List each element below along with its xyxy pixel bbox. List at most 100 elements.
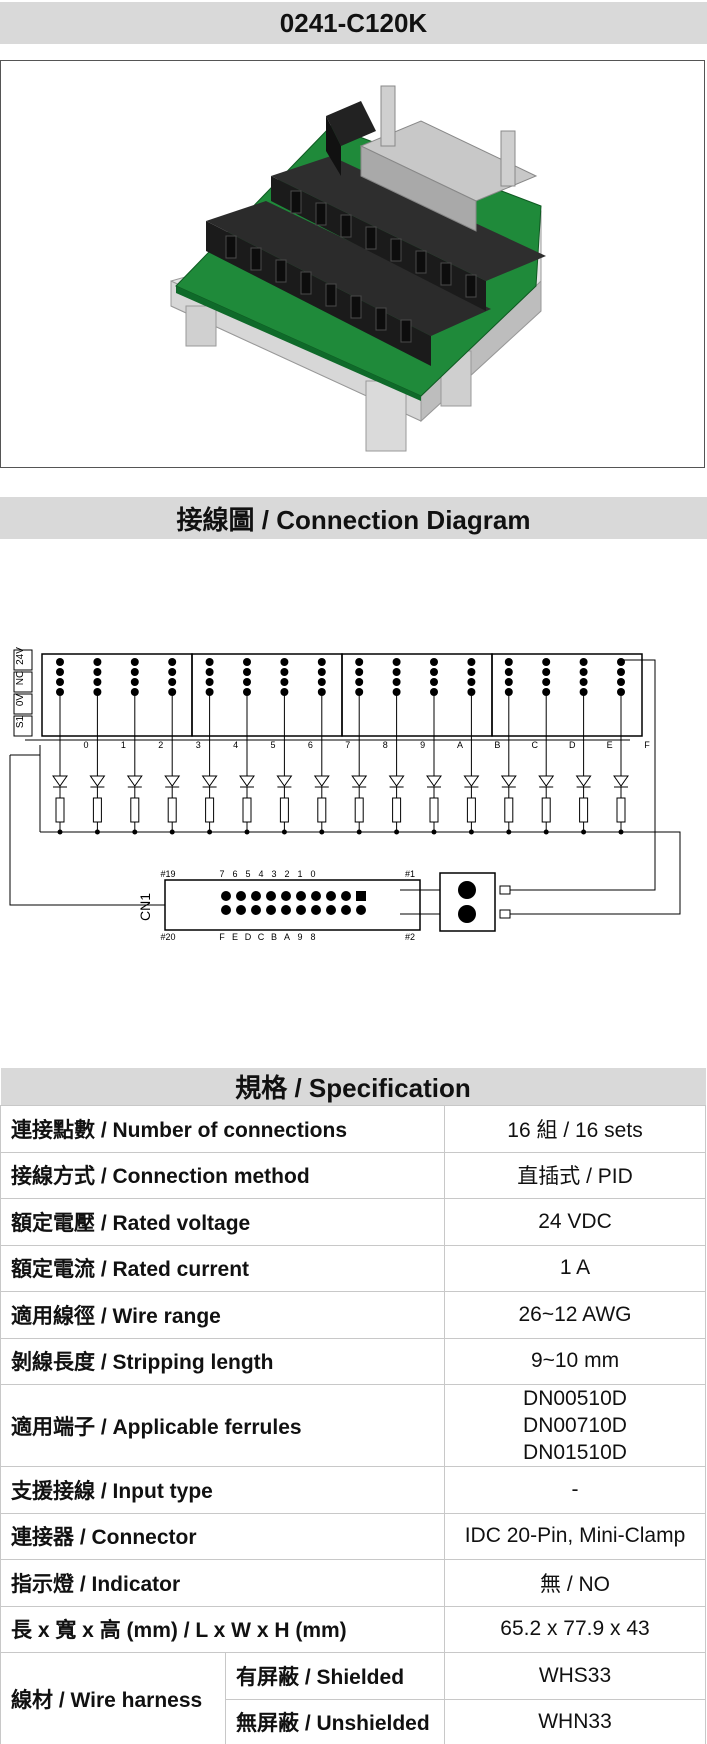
spec-label: 長 x 寬 x 高 (mm) / L x W x H (mm): [0, 1605, 445, 1653]
led-symbol: [164, 775, 181, 787]
connector-pin-label: #20: [160, 932, 175, 940]
terminal-pin: [617, 678, 625, 686]
terminal-pin: [430, 678, 438, 686]
terminal-pin: [617, 668, 625, 676]
terminal-pin: [579, 658, 588, 666]
terminal-pin: [542, 658, 551, 666]
power-label: NC: [15, 671, 26, 685]
terminal-pin: [355, 678, 364, 686]
terminal-label: 6: [308, 740, 313, 750]
terminal-label: A: [457, 740, 463, 750]
spec-row: 線材 / Wire harness 有屏蔽 / Shielded WHS33: [0, 1652, 706, 1744]
terminal-pin: [430, 688, 438, 696]
connector-pin-label: 1: [297, 869, 302, 879]
power-terminal-pin-2: [458, 905, 476, 923]
connector-pin: [311, 905, 321, 915]
terminal-pin: [205, 688, 214, 696]
terminal-pin: [579, 678, 588, 686]
diagram-heading: 接線圖 / Connection Diagram: [0, 497, 707, 539]
terminal-pin: [205, 668, 214, 676]
connector-pin: [251, 905, 261, 915]
connector-pin: [311, 891, 321, 901]
terminal-pin: [317, 688, 326, 696]
terminal-label: 9: [420, 740, 425, 750]
spec-value: WHN33: [444, 1698, 706, 1744]
resistor-symbol: [242, 797, 252, 823]
wire: [510, 659, 656, 891]
led-symbol: [89, 775, 106, 787]
connector-pin-label: 4: [258, 869, 263, 879]
led-symbol: [500, 775, 517, 787]
spec-label: 剝線長度 / Stripping length: [0, 1337, 445, 1385]
connector-pin: [221, 905, 231, 915]
terminal-pin: [280, 668, 289, 676]
terminal-pin: [280, 658, 289, 666]
terminal-pin: [130, 678, 139, 686]
led-symbol: [126, 775, 143, 787]
resistor-symbol: [130, 797, 140, 823]
terminal-pin: [168, 678, 177, 686]
spec-value: 24 VDC: [444, 1198, 706, 1246]
terminal-pin: [93, 688, 102, 696]
connector-pin-label: 0: [310, 869, 315, 879]
power-label: 0V: [15, 694, 26, 707]
terminal-pin: [280, 678, 289, 686]
connector-name: CN1: [137, 893, 153, 921]
spec-row: 無屏蔽 / Unshielded WHN33: [1, 1698, 706, 1744]
connector-pin-label: B: [271, 932, 277, 940]
resistor-symbol: [317, 797, 327, 823]
power-label-box: [13, 715, 33, 737]
spec-label: 額定電壓 / Rated voltage: [0, 1198, 445, 1246]
terminal-pin: [205, 658, 214, 666]
spec-row: 長 x 寬 x 高 (mm) / L x W x H (mm) 65.2 x 7…: [0, 1605, 706, 1653]
spec-row: 連接器 / Connector IDC 20-Pin, Mini-Clamp: [0, 1512, 706, 1560]
connector-pin-label: 7: [219, 869, 224, 879]
spec-label: 適用線徑 / Wire range: [0, 1291, 445, 1339]
ferrule-model: DN00510D: [523, 1387, 627, 1410]
spec-value: 65.2 x 77.9 x 43: [444, 1605, 706, 1653]
spec-label: 額定電流 / Rated current: [0, 1244, 445, 1292]
spec-label: 連接器 / Connector: [0, 1512, 445, 1560]
terminal-pin: [243, 658, 251, 666]
led-symbol: [575, 775, 592, 787]
terminal-pin: [617, 688, 625, 696]
spec-value: 9~10 mm: [444, 1337, 706, 1385]
connector-pin-label: 5: [245, 869, 250, 879]
led-symbol: [52, 775, 68, 787]
terminal-label: 3: [196, 740, 201, 750]
resistor-symbol: [55, 797, 65, 823]
terminal-pin: [579, 668, 588, 676]
terminal-label: F: [644, 740, 650, 750]
resistor-symbol: [466, 797, 476, 823]
spec-sublabel: 無屏蔽 / Unshielded: [225, 1698, 445, 1744]
led-symbol: [239, 775, 255, 787]
spec-row: 剝線長度 / Stripping length 9~10 mm: [0, 1337, 706, 1385]
earth-symbol: [499, 885, 511, 895]
terminal-pin: [467, 678, 476, 686]
led-symbol: [463, 775, 480, 787]
terminal-pin: [56, 668, 64, 676]
connector-pin: [341, 891, 351, 901]
terminal-pin: [355, 658, 364, 666]
specification-table: 規格 / Specification 連接點數 / Number of conn…: [0, 1068, 706, 1744]
wire: [9, 755, 165, 906]
led-symbol: [351, 775, 368, 787]
terminal-pin: [430, 658, 438, 666]
power-label: S1: [15, 715, 26, 728]
connector-pin-label: E: [232, 932, 238, 940]
connector-pin: [251, 891, 261, 901]
terminal-label: 2: [158, 740, 163, 750]
connector-pin: [221, 891, 231, 901]
terminal-label: C: [532, 740, 539, 750]
terminal-label: 1: [121, 740, 126, 750]
power-label: 24V: [15, 647, 26, 665]
terminal-pin: [168, 688, 177, 696]
product-title: 0241-C120K: [0, 2, 707, 44]
connector-pin: [296, 905, 306, 915]
terminal-pin: [93, 658, 102, 666]
spec-label: 指示燈 / Indicator: [0, 1559, 445, 1607]
spec-row: 支援接線 / Input type -: [0, 1466, 706, 1514]
spec-label: 線材 / Wire harness: [0, 1652, 226, 1744]
resistor-symbol: [616, 797, 626, 823]
terminal-pin: [168, 658, 177, 666]
